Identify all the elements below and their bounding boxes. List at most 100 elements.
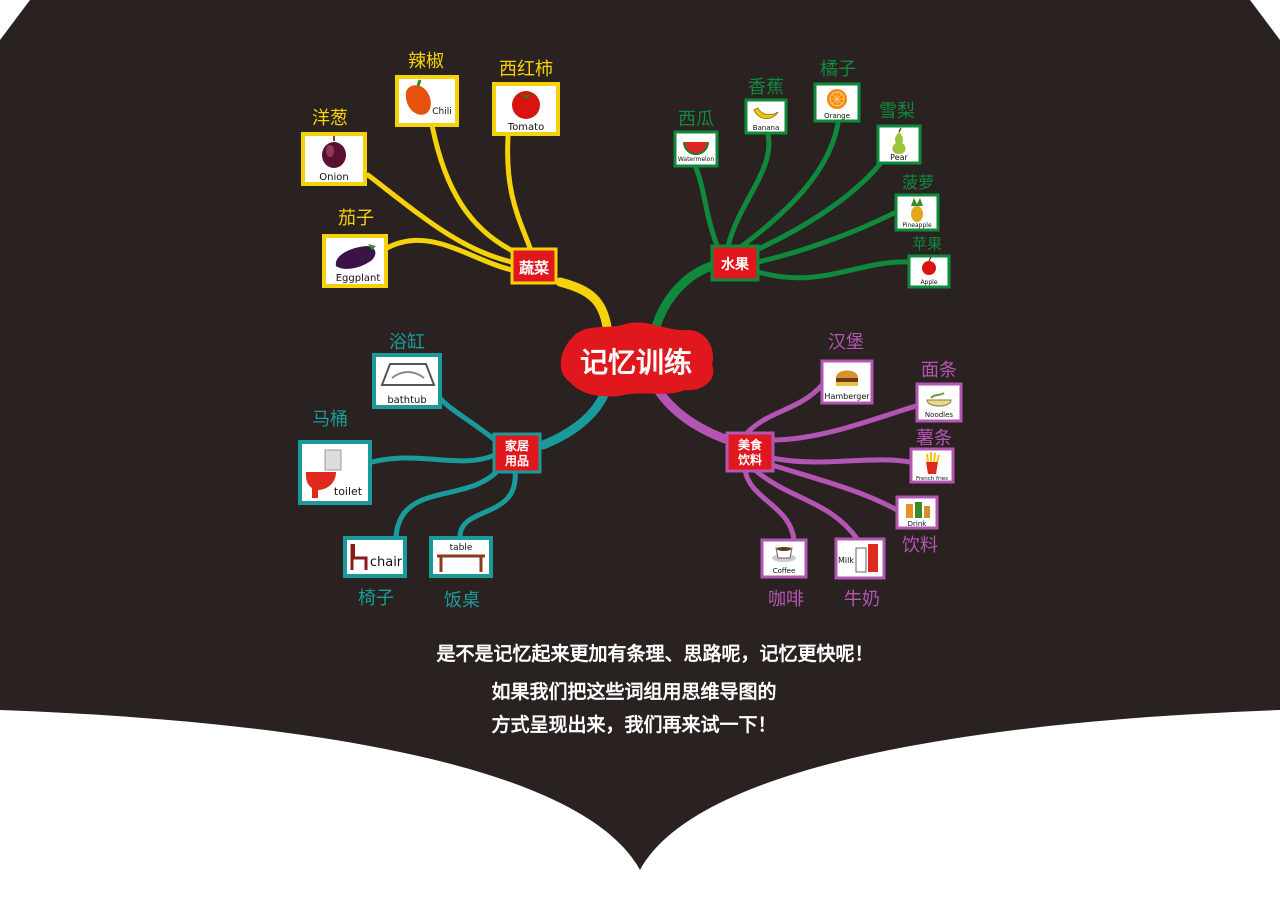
onion-en-label: Onion	[319, 172, 348, 183]
hamburger-cn-label: 汉堡	[828, 332, 864, 353]
node-apple: 苹果 Apple	[907, 235, 951, 289]
node-pineapple: 菠萝 Pineapple	[894, 173, 940, 232]
milk-icon	[855, 544, 878, 573]
node-watermelon: 西瓜 Watermelon	[673, 109, 719, 168]
vegetables-sub-branches	[365, 122, 533, 273]
fries-icon	[926, 452, 940, 474]
milk-en-label: Milk	[838, 556, 854, 565]
coffee-icon	[772, 547, 796, 562]
apple-en-label: Apple	[920, 279, 937, 286]
tomato-icon	[512, 91, 540, 119]
bathtub-en-label: bathtub	[387, 395, 426, 406]
node-orange: 橘子 Orange	[813, 59, 861, 123]
pineapple-icon	[911, 198, 923, 222]
pear-icon	[892, 127, 906, 154]
node-toilet: 马桶 toilet	[298, 409, 372, 505]
orange-en-label: Orange	[824, 112, 850, 120]
orange-icon	[827, 89, 847, 109]
fruits-sub-branches	[693, 120, 911, 281]
drink-en-label: Drink	[908, 520, 928, 528]
coffee-cn-label: 咖啡	[768, 589, 804, 610]
pear-cn-label: 雪梨	[879, 101, 915, 122]
node-eggplant: 茄子 Eggplant	[322, 208, 388, 288]
category-fruits-label: 水果	[721, 256, 750, 273]
apple-icon	[922, 256, 936, 275]
footer-line-2: 如果我们把这些词组用思维导图的	[491, 680, 776, 703]
home-sub-branches	[369, 395, 518, 540]
category-food-label-2: 饮料	[737, 452, 762, 467]
branch-food	[653, 385, 733, 445]
category-vegetables-label: 蔬菜	[519, 259, 549, 277]
node-noodles: 面条 Noodles	[915, 360, 963, 423]
pineapple-cn-label: 菠萝	[902, 173, 934, 192]
node-chili: 辣椒 Chili	[395, 51, 459, 127]
node-pear: 雪梨 Pear	[876, 101, 922, 165]
category-home-label-1: 家居	[505, 438, 529, 453]
node-drink: Drink 饮料	[895, 495, 939, 556]
node-tomato: 西红柿 Tomato	[492, 59, 560, 136]
eggplant-icon	[335, 244, 376, 269]
branch-fruits	[650, 260, 720, 335]
dark-background	[0, 0, 1280, 870]
node-banana: 香蕉 Banana	[744, 77, 788, 135]
center-node: 记忆训练	[560, 322, 714, 397]
milk-cn-label: 牛奶	[844, 589, 880, 610]
pear-en-label: Pear	[890, 153, 908, 162]
chair-icon	[350, 544, 368, 570]
category-vegetables: 蔬菜	[510, 247, 558, 285]
chili-en-label: Chili	[432, 107, 452, 117]
drink-cn-label: 饮料	[902, 535, 938, 556]
noodles-icon	[926, 392, 952, 407]
category-fruits: 水果	[710, 244, 760, 282]
eggplant-en-label: Eggplant	[336, 273, 381, 284]
watermelon-cn-label: 西瓜	[678, 109, 714, 130]
onion-icon	[322, 136, 346, 168]
food-sub-branches	[742, 382, 919, 543]
bathtub-cn-label: 浴缸	[389, 331, 425, 353]
footer-line-1: 是不是记忆起来更加有条理、思路呢，记忆更快呢！	[436, 642, 873, 665]
banana-en-label: Banana	[753, 124, 780, 132]
chili-cn-label: 辣椒	[408, 51, 444, 72]
tomato-cn-label: 西红柿	[499, 59, 553, 80]
apple-cn-label: 苹果	[912, 235, 942, 253]
coffee-en-label: Coffee	[773, 567, 796, 575]
node-milk: Milk 牛奶	[834, 537, 886, 610]
drink-icon	[906, 502, 930, 518]
orange-cn-label: 橘子	[820, 59, 856, 80]
chili-icon	[405, 79, 431, 115]
pineapple-en-label: Pineapple	[902, 222, 932, 229]
watermelon-en-label: Watermelon	[678, 156, 715, 163]
toilet-en-label: toilet	[334, 485, 363, 498]
noodles-cn-label: 面条	[921, 360, 957, 381]
category-food: 美食 饮料	[725, 431, 775, 473]
eggplant-cn-label: 茄子	[338, 208, 374, 229]
hamburger-icon	[836, 370, 858, 386]
bathtub-icon	[380, 363, 436, 386]
node-onion: 洋葱 Onion	[301, 108, 367, 186]
chair-en-label: chair	[370, 555, 403, 570]
banana-cn-label: 香蕉	[748, 77, 784, 98]
category-home-label-2: 用品	[504, 454, 529, 468]
fries-en-label: French fries	[916, 476, 948, 482]
node-bathtub: 浴缸 bathtub	[372, 331, 442, 409]
fries-cn-label: 薯条	[916, 428, 952, 449]
branch-vegetables	[555, 277, 613, 340]
hamburger-en-label: Hamberger	[824, 392, 870, 401]
table-en-label: table	[450, 543, 473, 553]
noodles-en-label: Noodles	[925, 411, 953, 419]
node-fries: 薯条 French fries	[909, 428, 955, 484]
chair-cn-label: 椅子	[358, 588, 394, 609]
onion-cn-label: 洋葱	[312, 108, 348, 129]
node-chair: chair 椅子	[343, 536, 407, 609]
table-icon	[437, 554, 485, 572]
toilet-icon	[306, 449, 342, 498]
node-hamburger: 汉堡 Hamberger	[820, 332, 874, 405]
category-home: 家居 用品	[492, 432, 542, 474]
table-cn-label: 饭桌	[444, 590, 480, 611]
footer-line-3: 方式呈现出来，我们再来试一下！	[491, 713, 776, 736]
tomato-en-label: Tomato	[507, 122, 544, 133]
toilet-cn-label: 马桶	[312, 409, 348, 430]
node-table: table 饭桌	[429, 536, 493, 611]
